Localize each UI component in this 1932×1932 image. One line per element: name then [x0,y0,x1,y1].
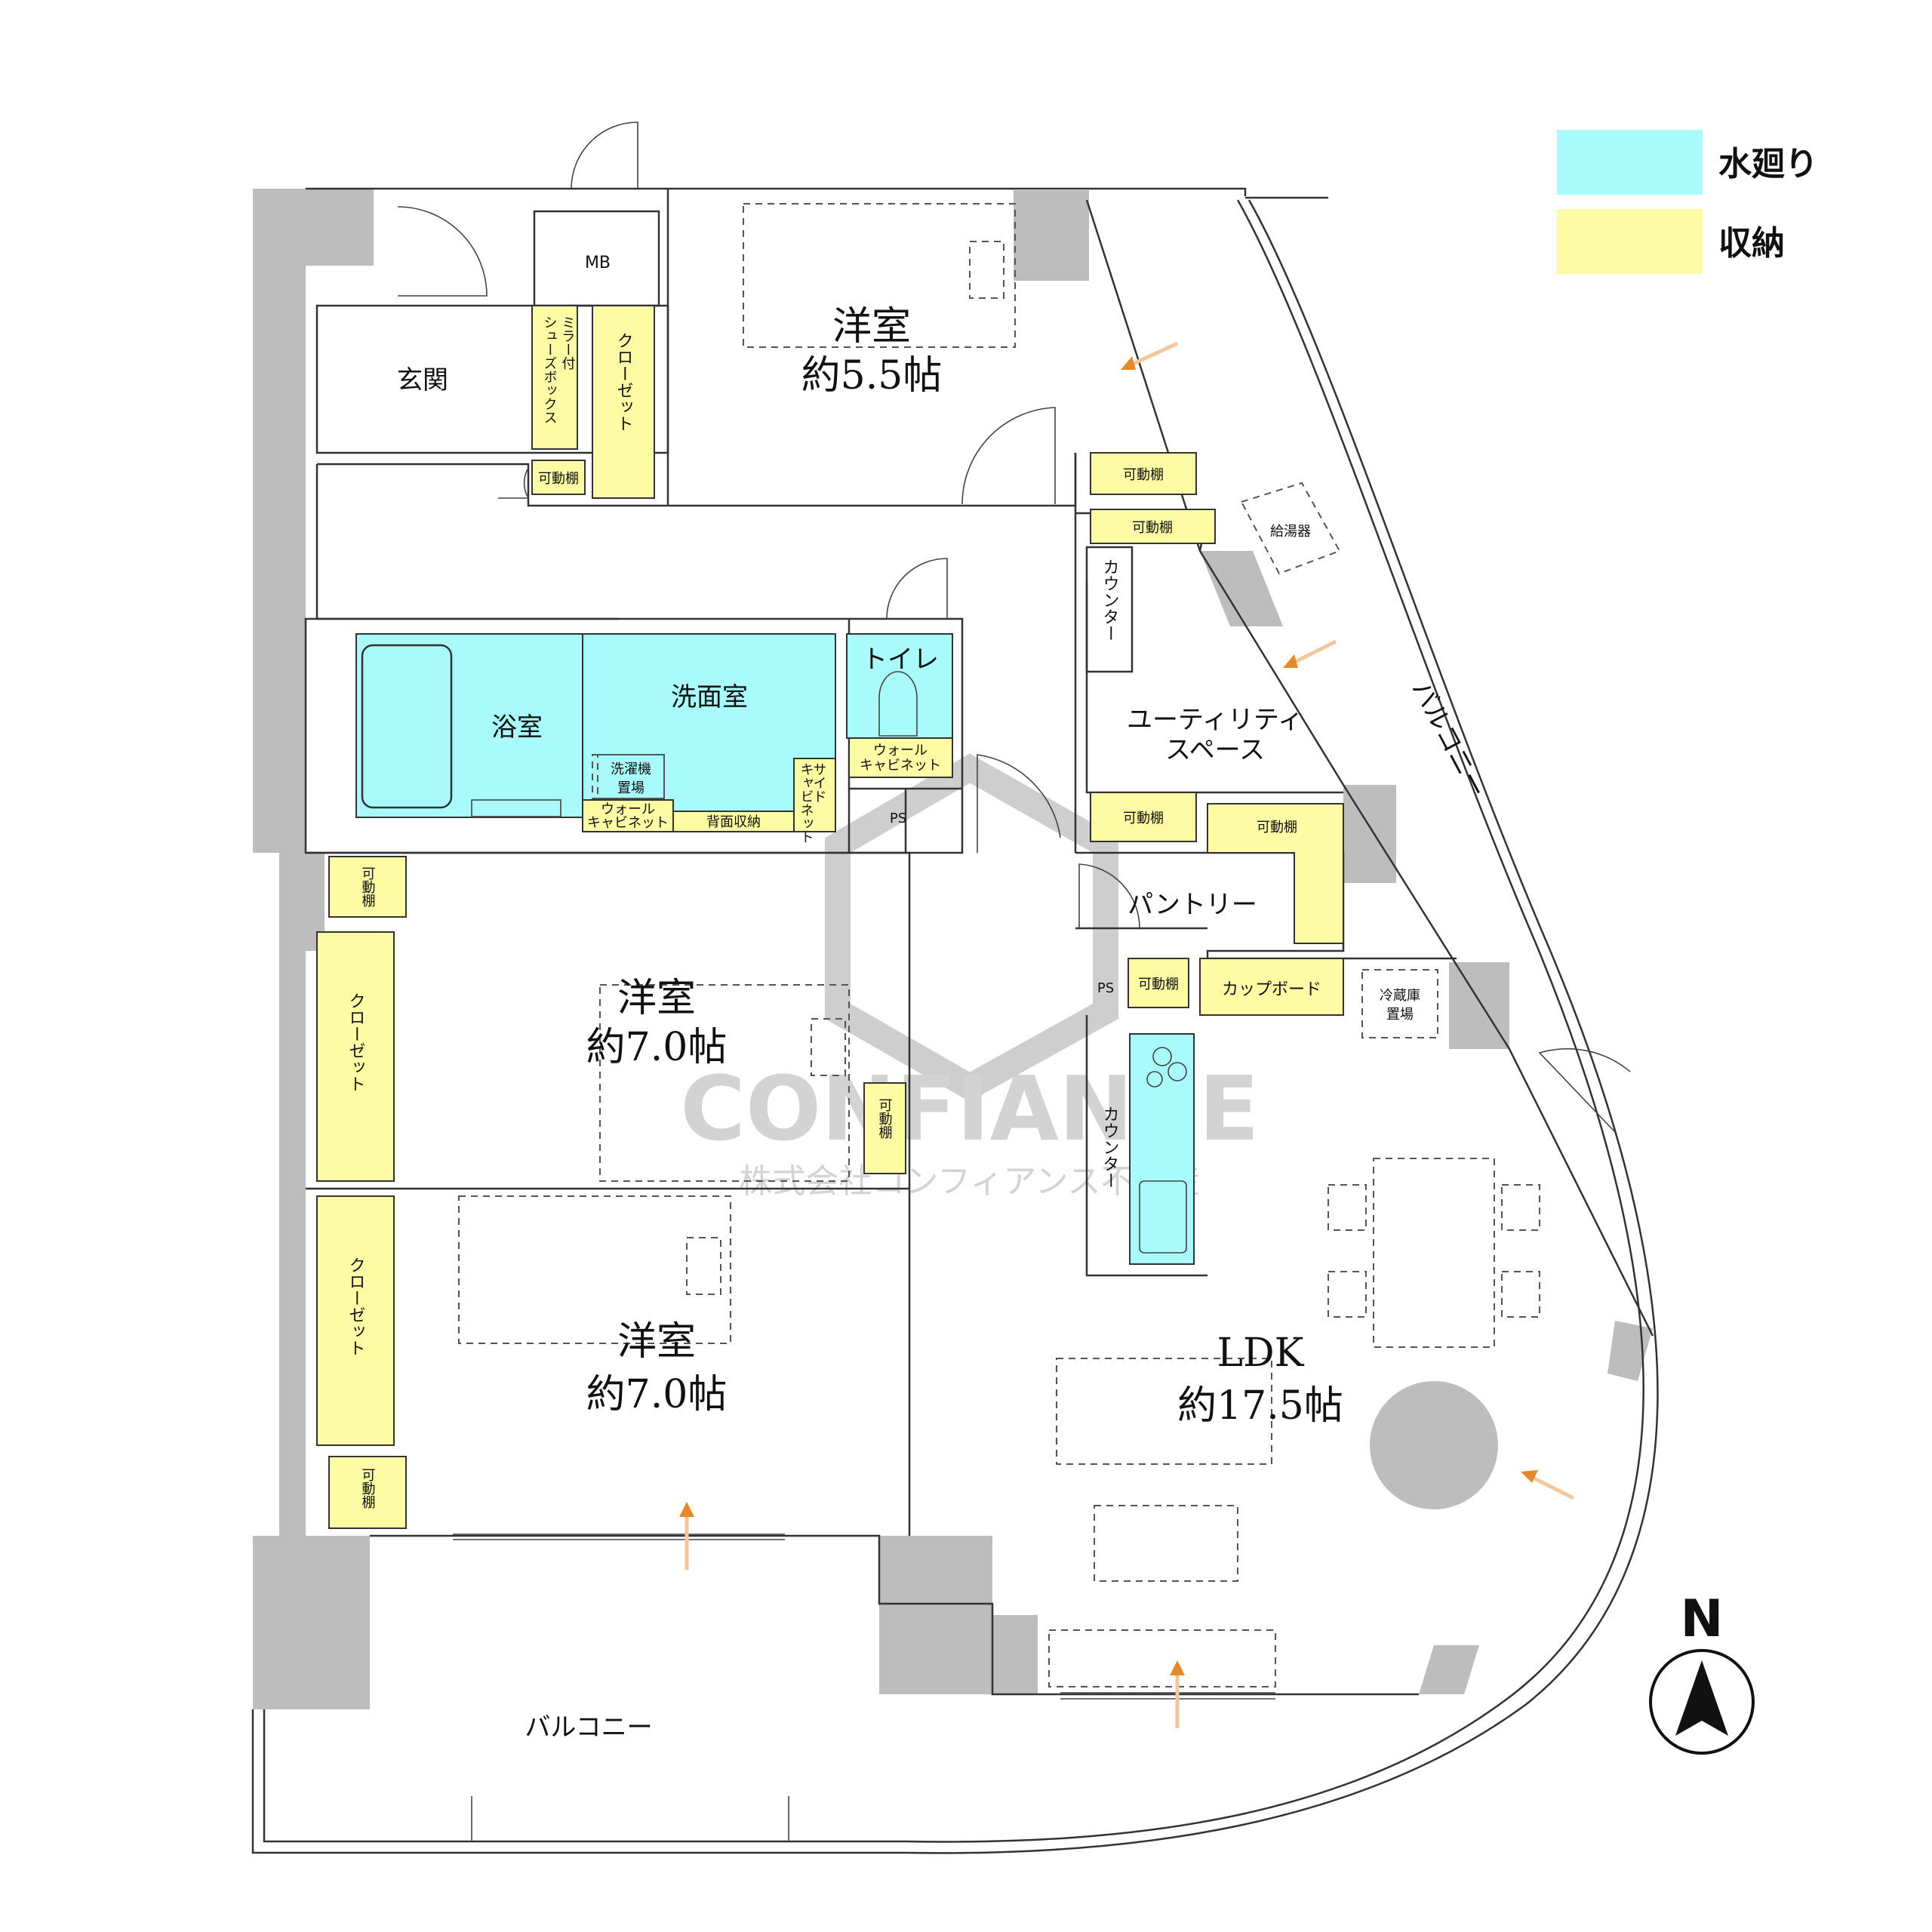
watermark-logo-icon [825,753,1118,1102]
label-side-cabinet-1: サイド [811,762,827,803]
entrance-door-icon [397,206,488,297]
shelf-b2 [328,1456,407,1529]
storage-labels: ミラー付 シューズボックス クローゼット 可動棚 可動棚 可動棚 給湯器 カウン… [346,315,1421,1509]
shelf-p1 [1090,792,1197,842]
shelf-b1 [328,856,407,918]
label-western70b-size: 約7.0帖 [586,1372,728,1417]
label-cupboard: カップボード [1222,980,1321,999]
label-shelf-p2: 可動棚 [1257,820,1297,835]
north-label: N [1681,1589,1724,1649]
compass-arrow-icon [1675,1660,1728,1736]
label-side-cabinet-2: キャビネット [798,762,814,844]
entry-door-icon [571,122,638,189]
legend-label-storage: 収納 [1718,224,1785,263]
bath-area [355,633,583,818]
label-washer-2: 置場 [617,780,645,796]
balcony-door-icon [1538,1048,1631,1133]
shelf-u1 [1090,452,1197,495]
label-utility-2: スペース [1165,735,1265,765]
label-western70a-name: 洋室 [617,976,696,1021]
label-balcony-south: バルコニー [525,1712,652,1743]
label-counter-utility: カウンター [1100,558,1119,641]
closet-b2 [316,1195,395,1446]
label-utility-1: ユーティリティ [1127,705,1303,735]
storage-areas [316,305,1344,1529]
pantry-door-icon [1078,863,1140,929]
label-wall-cabinet-toilet-1: ウォール [873,743,928,758]
hall-door-icon [977,754,1061,853]
legend-swatch-storage [1557,209,1703,274]
label-shelf-p1: 可動棚 [1123,811,1164,826]
label-pantry: パントリー [1128,890,1257,920]
label-shelf-p3: 可動棚 [1138,977,1179,992]
label-washer-1: 洗濯機 [611,761,651,777]
label-toilet: トイレ [862,645,939,675]
label-western55-size: 約5.5帖 [801,353,943,398]
label-fridge-1: 冷蔵庫 [1380,988,1420,1004]
outline [251,187,1659,1854]
wall-cabinet-wash [582,799,674,832]
legend: 水廻り 収納 [1557,130,1818,274]
shelf-entry [531,460,586,495]
shelf-p3 [1128,958,1189,1008]
label-mb: MB [585,254,611,272]
legend-label-water: 水廻り [1718,145,1818,183]
doors [397,122,1631,1133]
label-western55-name: 洋室 [832,304,911,349]
label-shelf-b2: 可動棚 [360,1468,376,1509]
label-entrance: 玄関 [397,365,448,395]
closet-north [592,305,655,499]
label-shelf-b1: 可動棚 [360,866,376,908]
label-closet-north: クローゼット [614,332,633,432]
label-fridge-2: 置場 [1386,1007,1414,1023]
cupboard-storage [1199,958,1344,1016]
label-shoebox-1: ミラー付 [560,315,576,371]
ventilation-arrows [679,341,1575,1728]
label-closet-b1: クローゼット [346,992,365,1092]
toilet-area [846,633,953,739]
label-wall-cabinet-wash-2: キャビネット [587,815,669,831]
toilet-door-icon [886,558,948,620]
shelf-p2 [1207,803,1344,944]
wall-cabinet-toilet [848,737,953,778]
shelf-b1-side [863,1082,906,1174]
label-wall-cabinet-toilet-2: キャビネット [860,758,941,774]
label-shelf-u1: 可動棚 [1123,467,1164,483]
closet-b1 [316,931,395,1182]
watermark-company: 株式会社コンフィアンス不動産 [739,1162,1200,1201]
label-back-storage: 背面収納 [706,814,761,830]
label-ps2: PS [1097,980,1114,996]
label-ldk-name: LDK [1217,1331,1304,1376]
north-compass: N [1649,1589,1755,1755]
shoebox-storage [531,305,578,450]
label-counter-kitchen: カウンター [1100,1106,1119,1189]
table-circle [1370,1381,1498,1509]
label-bath: 浴室 [491,712,543,743]
label-ps1: PS [890,811,906,826]
structure-walls [253,189,1653,1709]
legend-swatch-water [1557,130,1703,195]
shelf-u2 [1090,509,1216,544]
label-closet-b2: クローゼット [346,1257,365,1356]
side-cabinet [793,758,836,832]
label-washroom: 洗面室 [671,682,748,712]
label-western70b-name: 洋室 [617,1319,696,1364]
label-shelf-entry: 可動棚 [538,471,579,487]
water-areas [355,633,1195,1265]
kitchen-sink-area [1129,1033,1195,1265]
label-shelf-u2: 可動棚 [1132,520,1173,536]
label-western70a-size: 約7.0帖 [586,1025,728,1070]
compass-circle-icon [1649,1649,1755,1755]
furniture [458,203,1540,1687]
label-shelf-b1-side: 可動棚 [877,1098,893,1140]
label-water-heater: 給湯器 [1270,524,1311,540]
label-shoebox-2: シューズボックス [542,315,558,424]
small-door-icon [498,467,530,499]
label-ldk-size: 約17.5帖 [1177,1383,1343,1429]
label-wall-cabinet-wash-1: ウォール [601,801,655,817]
bedroom55-door-icon [961,407,1056,505]
